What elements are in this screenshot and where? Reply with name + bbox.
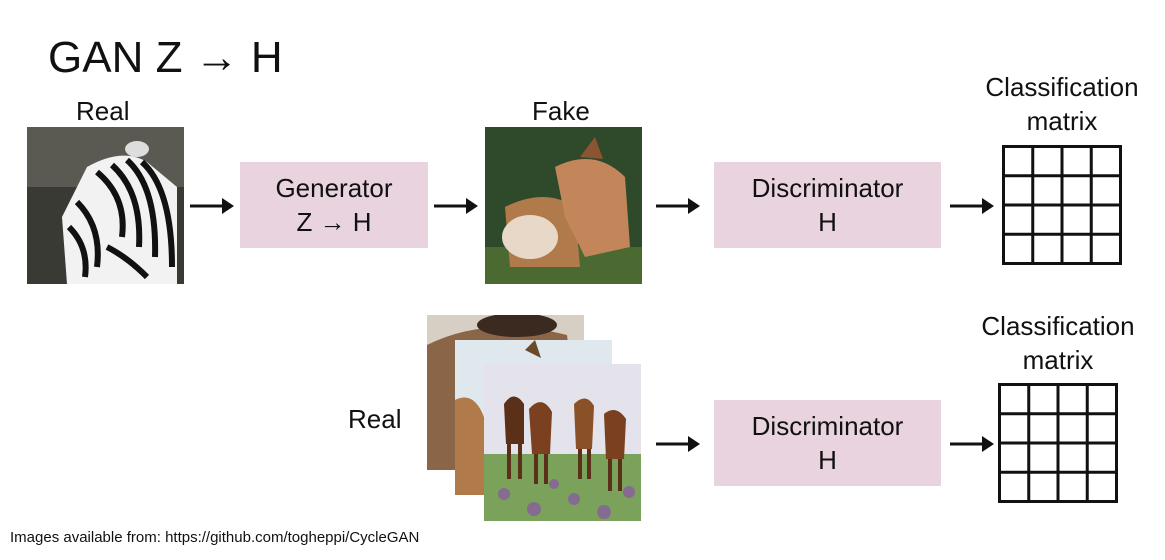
classification-matrix-bottom bbox=[998, 383, 1118, 503]
diagram-title: GAN Z → H bbox=[48, 33, 283, 82]
generator-box: Generator Z → H bbox=[240, 162, 428, 248]
discriminator-box-top: Discriminator H bbox=[714, 162, 941, 248]
arrow-right-icon bbox=[950, 198, 994, 214]
arrow-right-icon bbox=[656, 436, 700, 452]
source-caption: Images available from: https://github.co… bbox=[10, 529, 420, 546]
generator-label: Generator bbox=[275, 173, 393, 203]
classification-label-line1: Classification bbox=[985, 72, 1139, 102]
classification-label-bottom: Classification matrix bbox=[972, 309, 1144, 377]
classification-label-line2: matrix bbox=[1022, 345, 1094, 375]
arrow-right-icon bbox=[950, 436, 994, 452]
arrow-right-icon bbox=[656, 198, 700, 214]
discriminator-sublabel: H bbox=[818, 445, 837, 475]
classification-label-line2: matrix bbox=[1026, 106, 1098, 136]
discriminator-box-bottom: Discriminator H bbox=[714, 400, 941, 486]
classification-label-top: Classification matrix bbox=[976, 70, 1148, 138]
generator-sublabel: Z → H bbox=[296, 207, 372, 237]
arrow-right-icon bbox=[434, 198, 478, 214]
real-label-top: Real bbox=[76, 96, 130, 126]
discriminator-label: Discriminator bbox=[751, 411, 904, 441]
fake-label: Fake bbox=[532, 96, 590, 126]
real-label-bottom: Real bbox=[348, 404, 402, 434]
classification-matrix-top bbox=[1002, 145, 1122, 265]
discriminator-sublabel: H bbox=[818, 207, 837, 237]
discriminator-label: Discriminator bbox=[751, 173, 904, 203]
classification-label-line1: Classification bbox=[981, 311, 1135, 341]
fake-horse-image bbox=[485, 127, 642, 284]
real-horse-image-front bbox=[484, 364, 641, 521]
arrow-right-icon bbox=[190, 198, 234, 214]
zebra-real-image bbox=[27, 127, 184, 284]
